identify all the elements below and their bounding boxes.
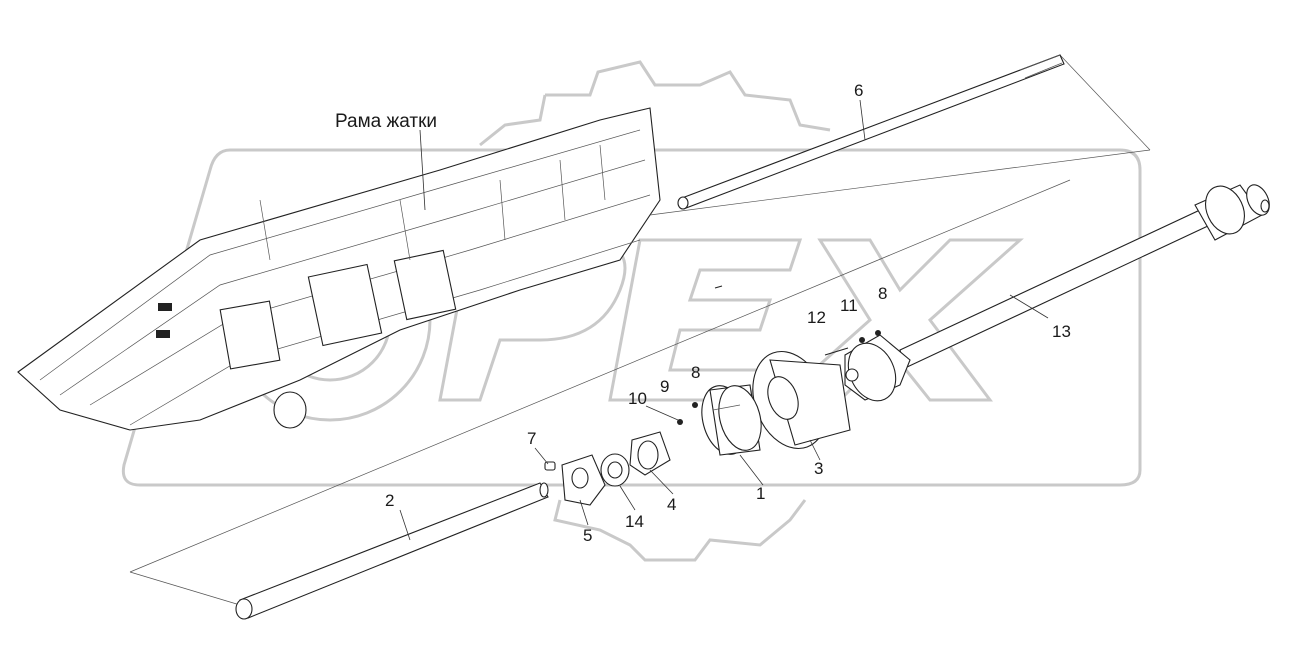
shaft-part-6	[677, 54, 1065, 210]
bolt-part-7	[544, 461, 556, 471]
part-label-14: 14	[625, 512, 644, 531]
part-label-13: 13	[1052, 322, 1071, 341]
labels: Рама жатки 6 8 11 12 13 8 9 10 7 3 1 4 1…	[335, 81, 1071, 545]
part-label-8a: 8	[691, 363, 700, 382]
part-label-12: 12	[807, 308, 826, 327]
part-label-9: 9	[660, 377, 669, 396]
part-label-4: 4	[667, 495, 676, 514]
part-label-5: 5	[583, 526, 592, 545]
header-frame	[17, 107, 661, 431]
part-label-10: 10	[628, 389, 647, 408]
part-label-3: 3	[814, 459, 823, 478]
bearing-part-14	[600, 453, 630, 487]
leader-lines	[399, 99, 1049, 541]
housing-part-1	[701, 384, 762, 456]
bracket-part-5	[561, 454, 606, 506]
cover-part-3	[752, 350, 851, 450]
flange-part-4	[629, 431, 671, 476]
part-label-7: 7	[527, 429, 536, 448]
part-label-1: 1	[756, 484, 765, 503]
shaft-part-2	[235, 482, 549, 620]
part-label-11: 11	[840, 296, 858, 315]
part-label-2: 2	[385, 491, 394, 510]
driveline-part-13	[844, 184, 1270, 402]
reference-lines	[129, 54, 1151, 606]
part-label-6: 6	[854, 81, 863, 100]
frame-label: Рама жатки	[335, 111, 437, 132]
small-hardware	[677, 285, 881, 425]
part-label-8b: 8	[878, 284, 887, 303]
